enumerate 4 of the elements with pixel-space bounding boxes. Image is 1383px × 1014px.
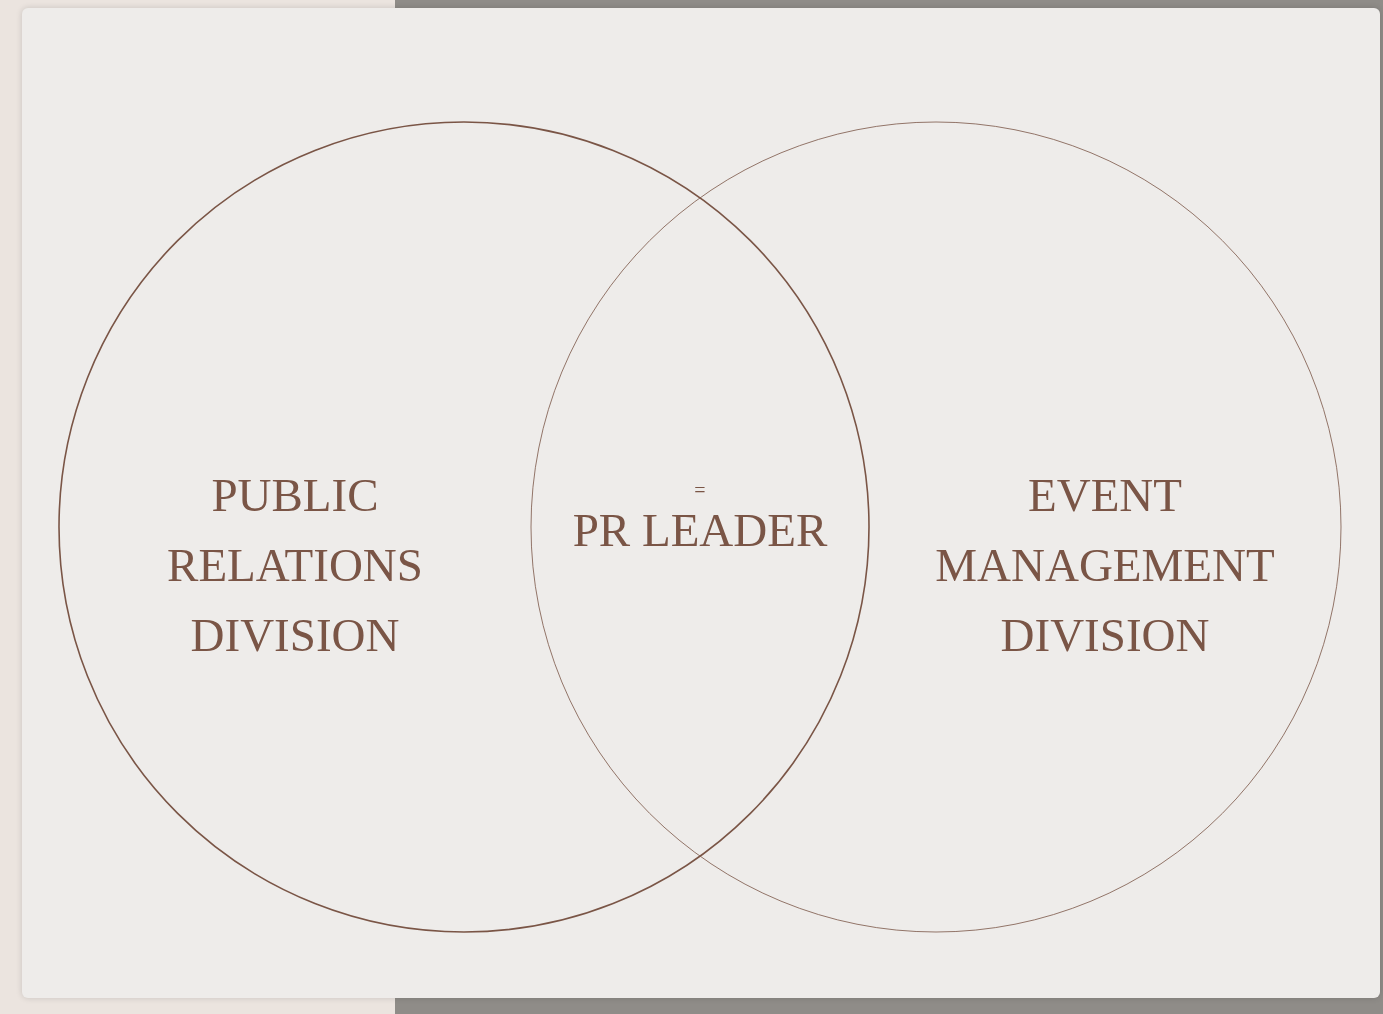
circle-label: PUBLIC RELATIONS DIVISION (166, 468, 424, 663)
equals-sign: = (694, 478, 706, 502)
overlap-label: PR LEADER (572, 503, 828, 558)
circle-label: EVENT MANAGEMENT DIVISION (934, 468, 1276, 663)
